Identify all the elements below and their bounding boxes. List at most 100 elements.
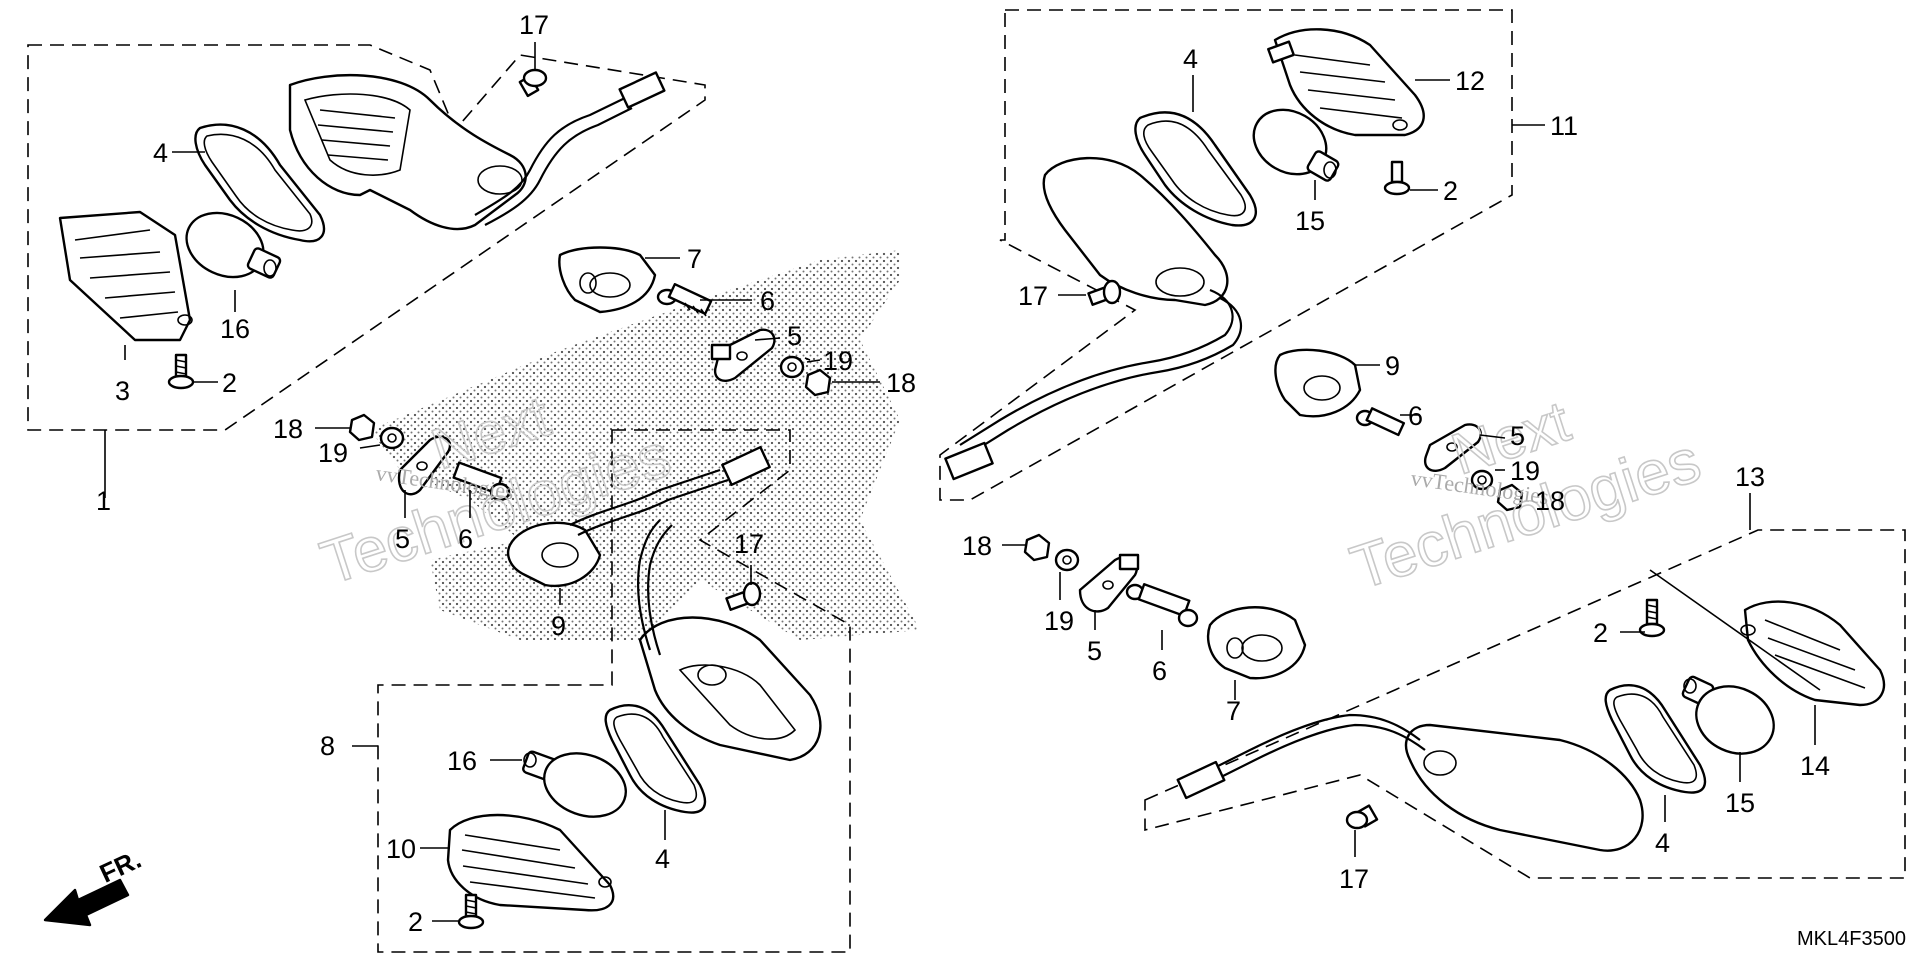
callout-16a: 16 [220, 314, 250, 344]
screw-part-2d [1638, 598, 1666, 638]
gasket-part-4 [194, 123, 326, 243]
bolt-part-6d [1125, 583, 1199, 628]
callout-17a: 17 [519, 10, 549, 40]
screw-part-17c [1087, 279, 1122, 306]
leader-lines [104, 42, 1816, 922]
socket-part-9b [1274, 348, 1362, 418]
callout-5a: 5 [787, 321, 802, 351]
lens-part-12 [1267, 28, 1425, 137]
gasket-part-4d [1604, 683, 1707, 794]
nut-part-18a [804, 368, 832, 397]
lens-part-3 [58, 210, 193, 342]
callout-17c: 17 [1018, 281, 1048, 311]
screw-part-2c [1383, 160, 1411, 196]
washer-part-19c [1470, 469, 1494, 491]
socket-part-7a [558, 246, 657, 314]
screw-part-17b [725, 581, 762, 611]
group-outline-11 [939, 9, 1513, 501]
plate-part-5a [710, 328, 776, 382]
callout-12: 12 [1455, 66, 1485, 96]
plate-part-5b [397, 435, 452, 496]
screw-part-17a [518, 68, 548, 98]
group-outline-1 [27, 44, 706, 431]
group-outline-13 [1144, 529, 1906, 879]
socket-part-7b [1206, 606, 1307, 680]
callout-18d: 18 [962, 531, 992, 561]
socket-part-9a [506, 521, 602, 588]
drawing-code: MKL4F3500 [1797, 928, 1906, 950]
assembly-13-parts [1176, 569, 1886, 852]
assembly-8-parts [446, 519, 822, 930]
screw-part-2b [457, 893, 485, 930]
callout-4b: 4 [655, 844, 670, 874]
screw-part-2a [167, 353, 195, 390]
washer-part-19d [1054, 548, 1080, 572]
socket-parts-center [348, 246, 832, 588]
callout-7a: 7 [687, 244, 702, 274]
connector-center [721, 445, 771, 487]
nut-part-18c [1496, 483, 1524, 512]
wire-center [569, 468, 721, 526]
washer-part-19a [779, 355, 805, 379]
socket-parts-right [1023, 348, 1524, 680]
gasket-part-4c [1134, 111, 1257, 227]
bolt-part-6b [452, 461, 511, 502]
bulb-part-16 [185, 211, 282, 279]
callout-19d: 19 [1044, 606, 1074, 636]
callout-7b: 7 [1226, 696, 1241, 726]
bolt-part-6a [656, 283, 713, 317]
front-direction-arrow: FR. [43, 844, 146, 927]
callout-16b: 16 [447, 746, 477, 776]
callout-3: 3 [115, 376, 130, 406]
housing-part-8 [636, 519, 822, 762]
callout-9b: 9 [1385, 351, 1400, 381]
callout-2a: 2 [222, 368, 237, 398]
screw-part-17d [1345, 804, 1379, 830]
callout-5b: 5 [395, 524, 410, 554]
callout-4a: 4 [153, 138, 168, 168]
washer-part-19b [379, 426, 405, 450]
callout-19b: 19 [318, 438, 348, 468]
lens-part-10 [446, 813, 615, 912]
housing-part-1 [288, 71, 666, 231]
assembly-11-parts [944, 28, 1425, 481]
callout-1: 1 [96, 486, 111, 516]
callout-6b: 6 [458, 524, 473, 554]
callout-10: 10 [386, 834, 416, 864]
plate-part-5c [1423, 423, 1482, 472]
nut-part-18d [1023, 533, 1051, 562]
callout-5c: 5 [1510, 421, 1525, 451]
callout-labels: 17 4 3 16 2 1 7 6 5 19 18 18 19 5 6 9 17… [96, 10, 1830, 937]
callout-6d: 6 [1152, 656, 1167, 686]
bulb-part-16b [522, 750, 627, 818]
callout-9a: 9 [551, 611, 566, 641]
housing-part-13 [1176, 713, 1644, 852]
direction-label: FR. [95, 844, 146, 889]
callout-2d: 2 [1593, 618, 1608, 648]
callout-13: 13 [1735, 462, 1765, 492]
group-outline-8 [377, 429, 851, 953]
callout-18c: 18 [1535, 486, 1565, 516]
callout-17b: 17 [734, 529, 764, 559]
lens-part-14 [1740, 600, 1886, 707]
callout-5d: 5 [1087, 636, 1102, 666]
housing-part-11 [944, 156, 1242, 481]
bulb-part-15a [1252, 108, 1340, 182]
nut-part-18b [348, 413, 376, 442]
gasket-part-4b [604, 703, 707, 814]
callout-2c: 2 [1443, 176, 1458, 206]
stipple-shading [370, 250, 920, 640]
arrow-icon [43, 878, 130, 927]
callout-6a: 6 [760, 286, 775, 316]
callout-19a: 19 [823, 346, 853, 376]
callout-18b: 18 [273, 414, 303, 444]
bolt-part-6c [1355, 407, 1406, 437]
callout-18a: 18 [886, 368, 916, 398]
callout-19c: 19 [1510, 456, 1540, 486]
callout-6c: 6 [1408, 401, 1423, 431]
group-outlines [27, 9, 1906, 953]
callout-2b: 2 [408, 907, 423, 937]
callout-8: 8 [320, 731, 335, 761]
callout-11: 11 [1550, 111, 1578, 141]
